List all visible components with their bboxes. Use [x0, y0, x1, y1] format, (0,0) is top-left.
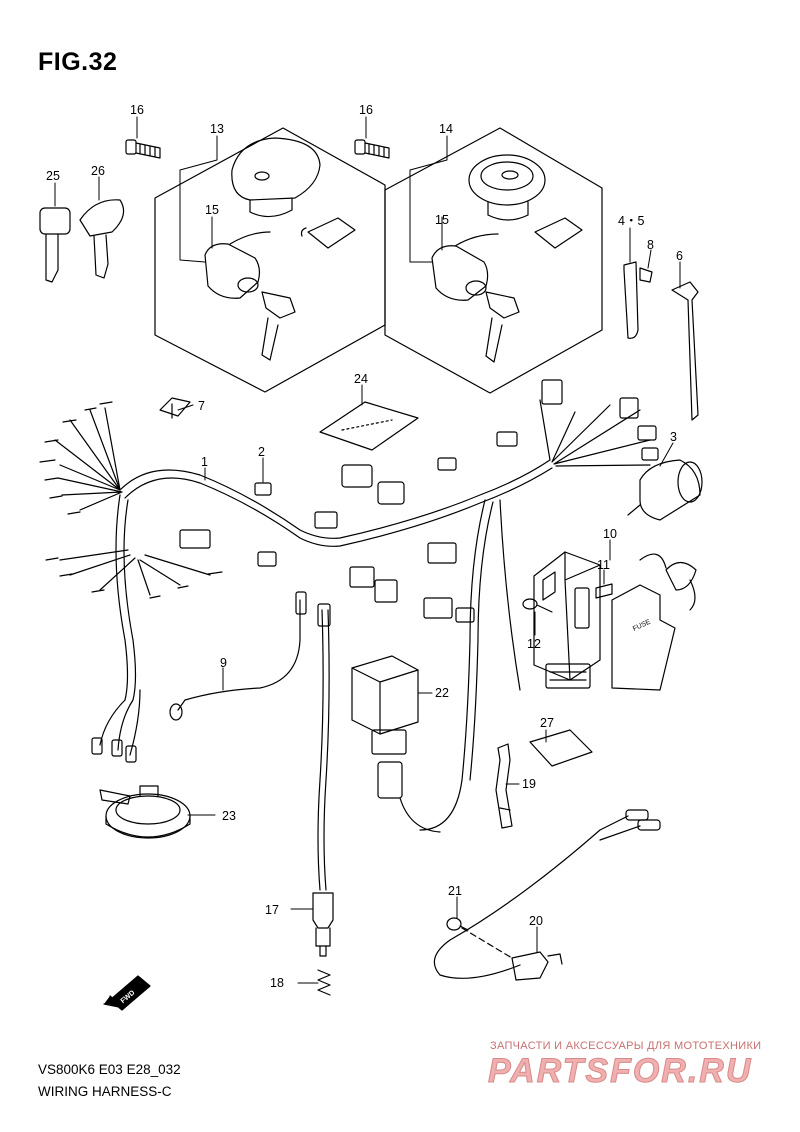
callout-4-5: 4・5	[618, 214, 644, 228]
figure-code: VS800K6 E03 E28_032	[38, 1062, 181, 1077]
callout-16b: 16	[359, 103, 373, 117]
callout-9: 9	[220, 656, 227, 670]
bolt-8	[639, 267, 653, 283]
spring-18	[317, 969, 331, 996]
watermark-tagline: ЗАПЧАСТИ И АКСЕССУАРЫ ДЛЯ МОТОТЕХНИКИ	[490, 1040, 762, 1052]
ground-wire-9	[177, 599, 301, 711]
bracket-19	[495, 743, 513, 829]
callout-13: 13	[210, 122, 224, 136]
callout-12: 12	[527, 637, 541, 651]
lock-connector-14	[534, 217, 583, 249]
ignition-cover-14	[468, 154, 546, 206]
lock-connector-13	[307, 217, 356, 249]
figure-caption: WIRING HARNESS-C	[38, 1084, 172, 1099]
callout-23: 23	[222, 809, 236, 823]
fuse-box-10	[533, 551, 676, 691]
callout-2: 2	[258, 445, 265, 459]
ignition-switch-15b	[431, 245, 489, 301]
bolt-21	[446, 917, 469, 931]
bolt-16b	[354, 139, 390, 159]
cable-17	[317, 609, 324, 891]
lead-wire-20	[433, 809, 661, 981]
callout-25: 25	[46, 169, 60, 183]
fuse-cover	[611, 584, 676, 691]
cable-tie-6	[671, 281, 699, 421]
figure-title: FIG.32	[38, 48, 118, 76]
callout-6: 6	[676, 249, 683, 263]
callout-27: 27	[540, 716, 554, 730]
condenser-3	[627, 459, 703, 521]
callout-8: 8	[647, 238, 654, 252]
callout-24: 24	[354, 372, 368, 386]
label-27	[529, 729, 593, 767]
callout-7: 7	[198, 399, 205, 413]
ignition-cover-13	[231, 137, 321, 201]
cap-2	[254, 482, 272, 496]
callout-15b: 15	[435, 213, 449, 227]
callout-15a: 15	[205, 203, 219, 217]
callout-26: 26	[91, 164, 105, 178]
fuse-11	[595, 583, 613, 599]
label-24	[319, 401, 419, 451]
callout-22: 22	[435, 686, 449, 700]
key-25	[39, 207, 71, 283]
clamp-4-5	[623, 261, 639, 339]
callout-20: 20	[529, 914, 543, 928]
callout-16a: 16	[130, 103, 144, 117]
callout-14: 14	[439, 122, 453, 136]
callout-19: 19	[522, 777, 536, 791]
callout-1: 1	[201, 455, 208, 469]
horn-23	[99, 785, 191, 839]
main-harness-1	[39, 379, 659, 831]
ignition-switch-15	[204, 243, 261, 299]
relay-22	[351, 655, 419, 799]
key-fob-26	[79, 199, 125, 279]
callout-numbers: 16 16 13 14 25 26 15 15 4・5 8 6 24 7 3 2…	[46, 103, 683, 1005]
bolt-16a	[125, 139, 161, 159]
kit-14-frame	[384, 127, 603, 394]
callout-18: 18	[270, 976, 284, 990]
screw-12	[522, 598, 553, 613]
switch-17	[312, 892, 334, 929]
callout-21: 21	[448, 884, 462, 898]
callout-11: 11	[597, 558, 610, 572]
callout-17: 17	[265, 903, 279, 917]
watermark-brand: PARTSFOR.RU	[487, 1052, 753, 1091]
callout-10: 10	[603, 527, 617, 541]
fuse-cover-label: FUSE	[632, 619, 652, 633]
fwd-arrow-icon	[103, 975, 151, 1011]
bracket-7	[159, 397, 191, 419]
callout-3: 3	[670, 430, 677, 444]
